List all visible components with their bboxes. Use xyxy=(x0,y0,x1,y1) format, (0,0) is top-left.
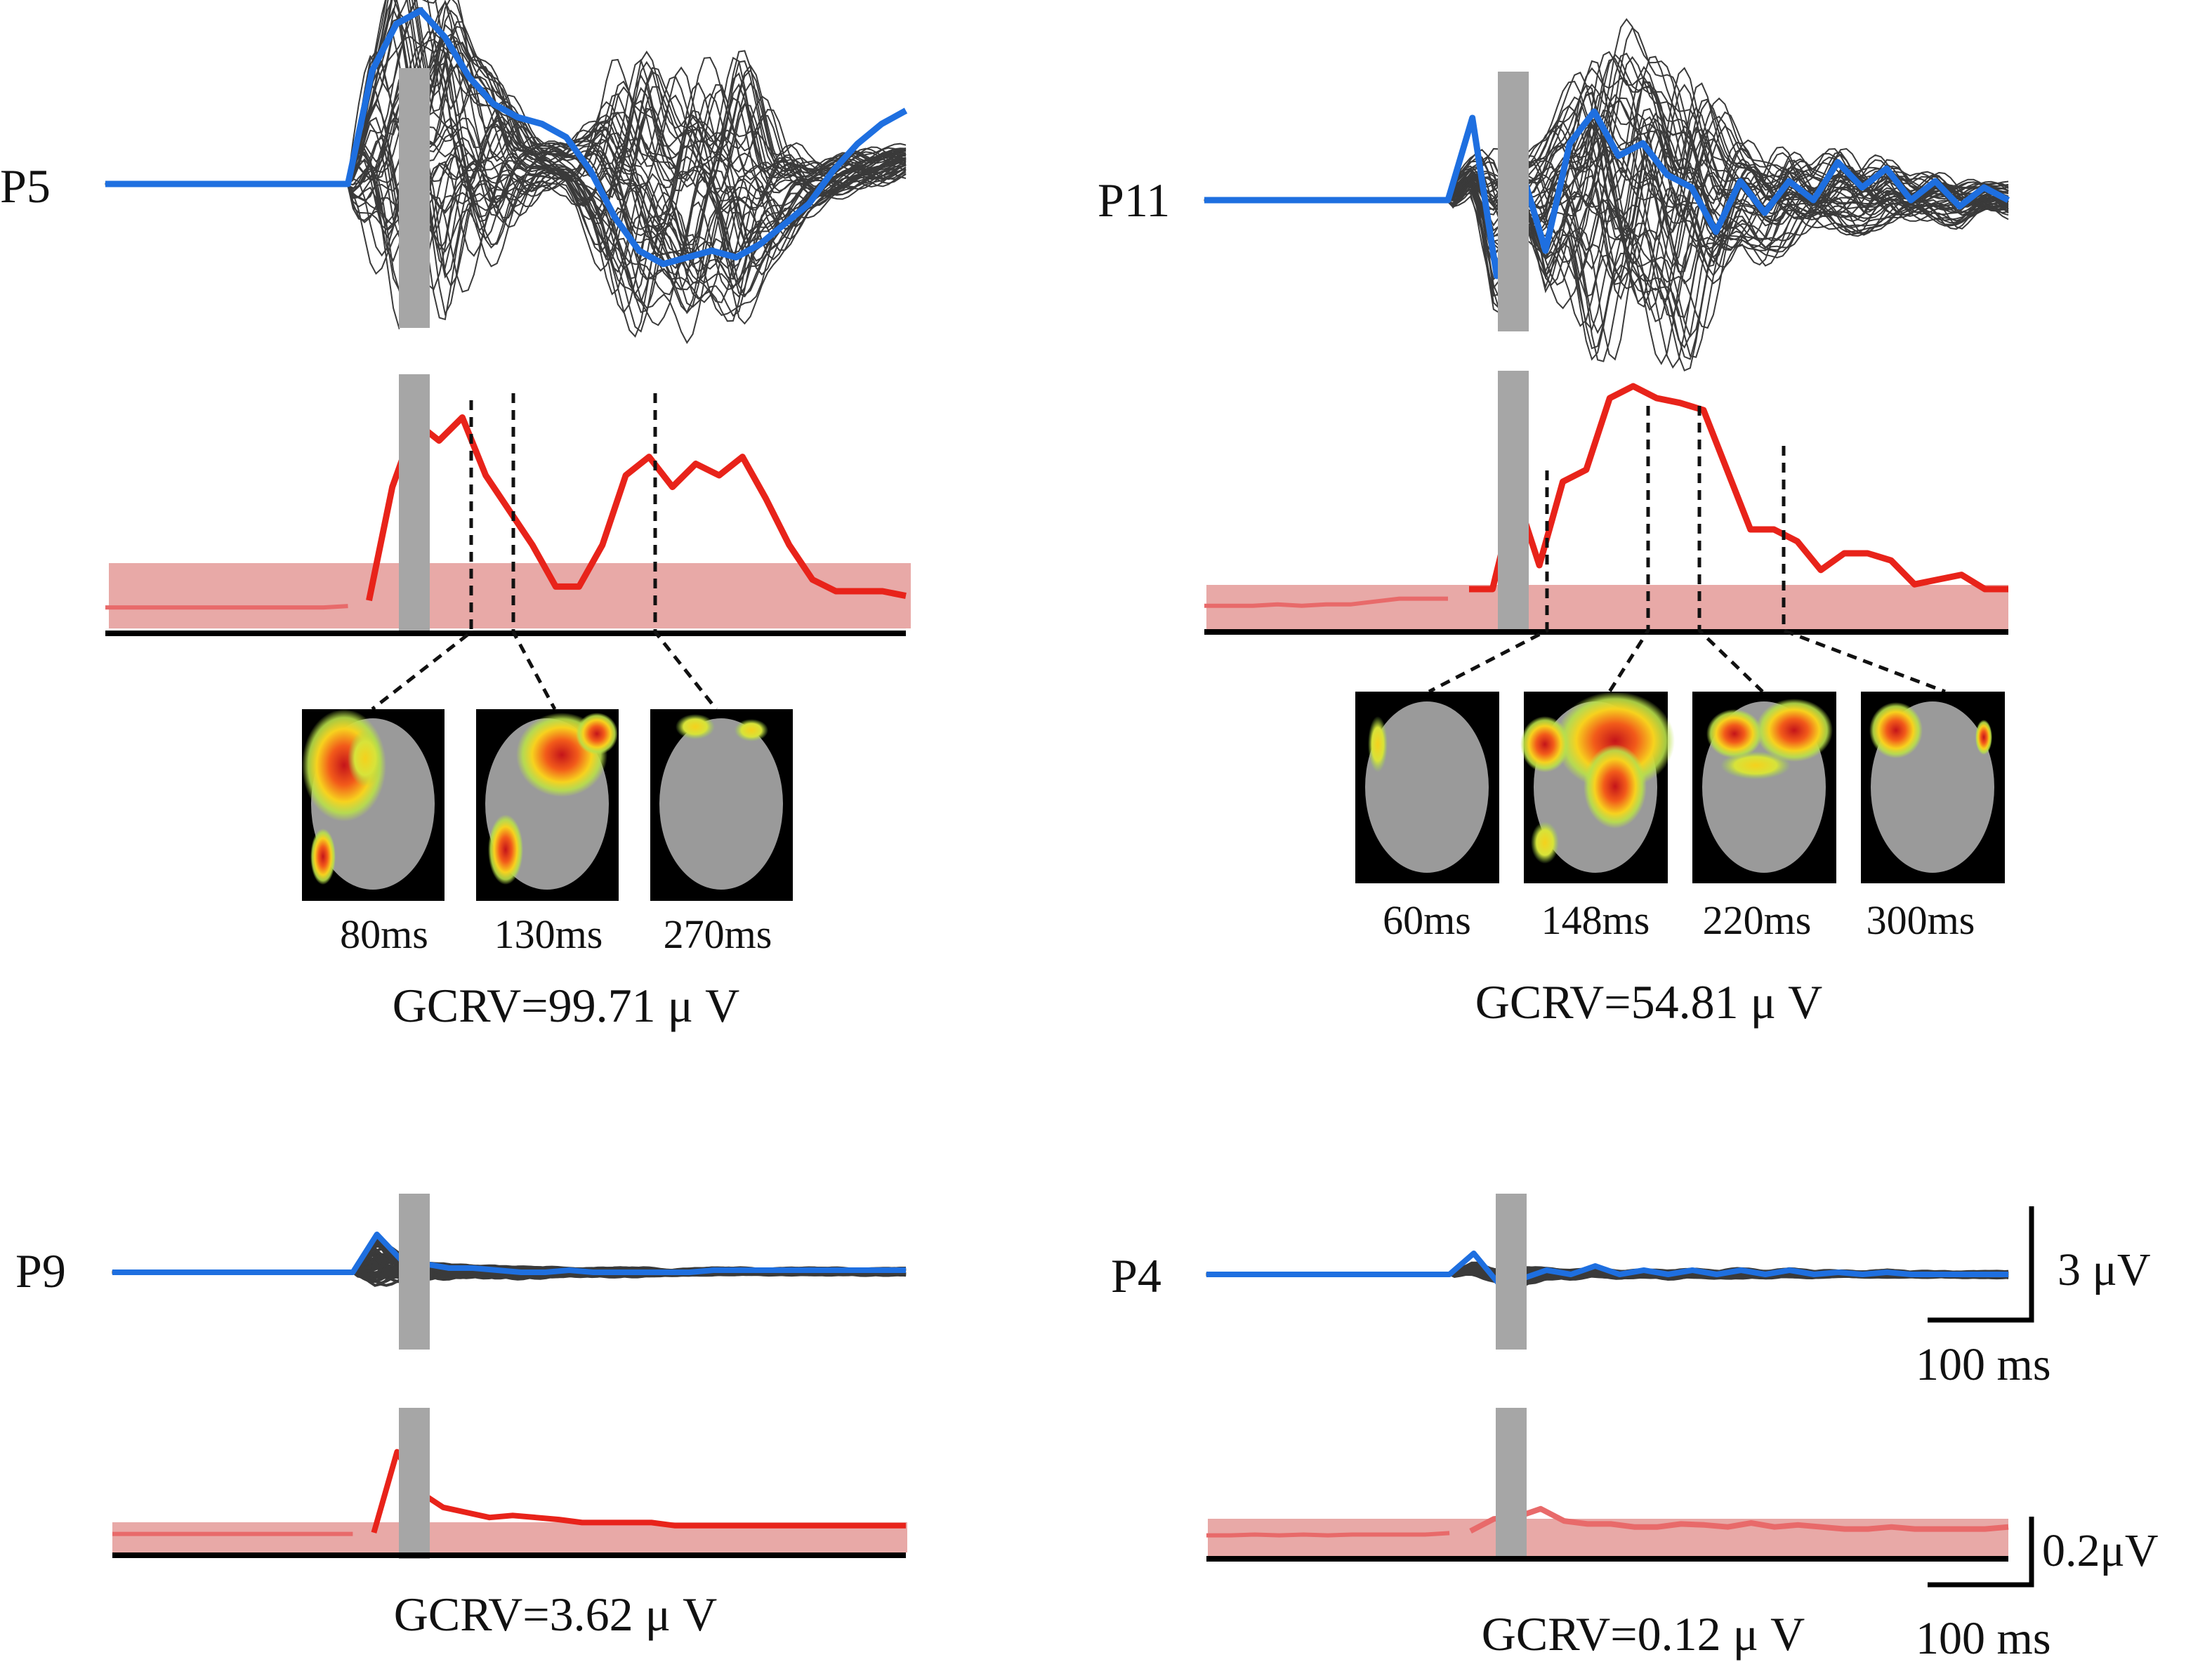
stimulus-artifact-p11-bottom xyxy=(1498,371,1529,631)
marker-label-p11-2: 148ms xyxy=(1541,897,1650,943)
gfp-trace-p9 xyxy=(371,1449,906,1534)
panel-label-p11: P11 xyxy=(1098,173,1170,227)
scale-bar-bottom xyxy=(1928,1517,2034,1588)
marker-lines-p5 xyxy=(371,393,718,711)
marker-label-p11-3: 220ms xyxy=(1703,897,1812,943)
panel-label-p5: P5 xyxy=(0,159,51,213)
mean-trace-p5 xyxy=(105,7,908,268)
mean-trace-p4 xyxy=(1206,1251,2008,1286)
gcrv-p5: GCRV=99.71 μ V xyxy=(393,979,739,1032)
scale-voltage-top: 3 μV xyxy=(2058,1244,2151,1295)
gfp-baseline-p5 xyxy=(105,604,348,610)
gcrv-p4: GCRV=0.12 μ V xyxy=(1482,1607,1805,1661)
marker-label-p5-3: 270ms xyxy=(664,911,772,957)
mean-trace-p11 xyxy=(1204,108,2010,279)
butterfly-traces-p9 xyxy=(112,1236,907,1287)
baseline-band-p11 xyxy=(1206,585,2008,629)
butterfly-traces-p11 xyxy=(1204,18,2009,372)
marker-label-p11-4: 300ms xyxy=(1867,897,1975,943)
gfp-baseline-p4 xyxy=(1206,1531,1450,1538)
stimulus-artifact-p4-bottom xyxy=(1496,1408,1527,1561)
gfp-trace-p11 xyxy=(1469,383,2008,593)
panel-label-p4: P4 xyxy=(1111,1249,1161,1302)
gcrv-p9: GCRV=3.62 μ V xyxy=(394,1588,717,1641)
panel-p9: P9 GCRV=3.62 μ V xyxy=(15,1194,907,1641)
gfp-trace-p5 xyxy=(366,414,907,602)
baseline-band-p5 xyxy=(109,563,911,628)
butterfly-traces-p5 xyxy=(105,0,907,344)
scale-time-top: 100 ms xyxy=(1916,1339,2051,1390)
panel-p5: P5 xyxy=(0,0,911,1032)
scale-time-bottom: 100 ms xyxy=(1916,1613,2051,1662)
gfp-baseline-p11 xyxy=(1204,596,1448,608)
gcrv-p11: GCRV=54.81 μ V xyxy=(1475,975,1822,1029)
marker-label-p5-2: 130ms xyxy=(494,911,603,957)
scale-bar-top xyxy=(1928,1206,2034,1323)
panel-label-p9: P9 xyxy=(15,1244,66,1298)
panel-p4: P4 GCRV=0.12 μ V xyxy=(1111,1194,2009,1661)
stimulus-artifact-p5-bottom xyxy=(399,374,430,634)
butterfly-channel xyxy=(105,35,907,199)
gfp-trace-p4 xyxy=(1469,1505,2009,1534)
marker-label-p5-1: 80ms xyxy=(340,911,428,957)
scale-voltage-bottom: 0.2μV xyxy=(2042,1525,2159,1576)
stimulus-artifact-p4-top xyxy=(1496,1194,1527,1350)
mean-trace-p9 xyxy=(112,1232,906,1275)
stimulus-artifact-p11-top xyxy=(1498,72,1529,331)
marker-label-p11-1: 60ms xyxy=(1383,897,1471,943)
brain-maps-p11 xyxy=(1355,692,2005,883)
panel-p11: P11 xyxy=(1098,18,2010,1029)
stimulus-artifact-p9-top xyxy=(399,1194,430,1350)
stimulus-artifact-p5-top xyxy=(399,68,430,328)
marker-lines-p11 xyxy=(1428,406,1946,694)
brain-maps-p5 xyxy=(302,709,793,901)
butterfly-channel xyxy=(105,62,907,233)
stimulus-artifact-p9-bottom xyxy=(399,1408,430,1559)
